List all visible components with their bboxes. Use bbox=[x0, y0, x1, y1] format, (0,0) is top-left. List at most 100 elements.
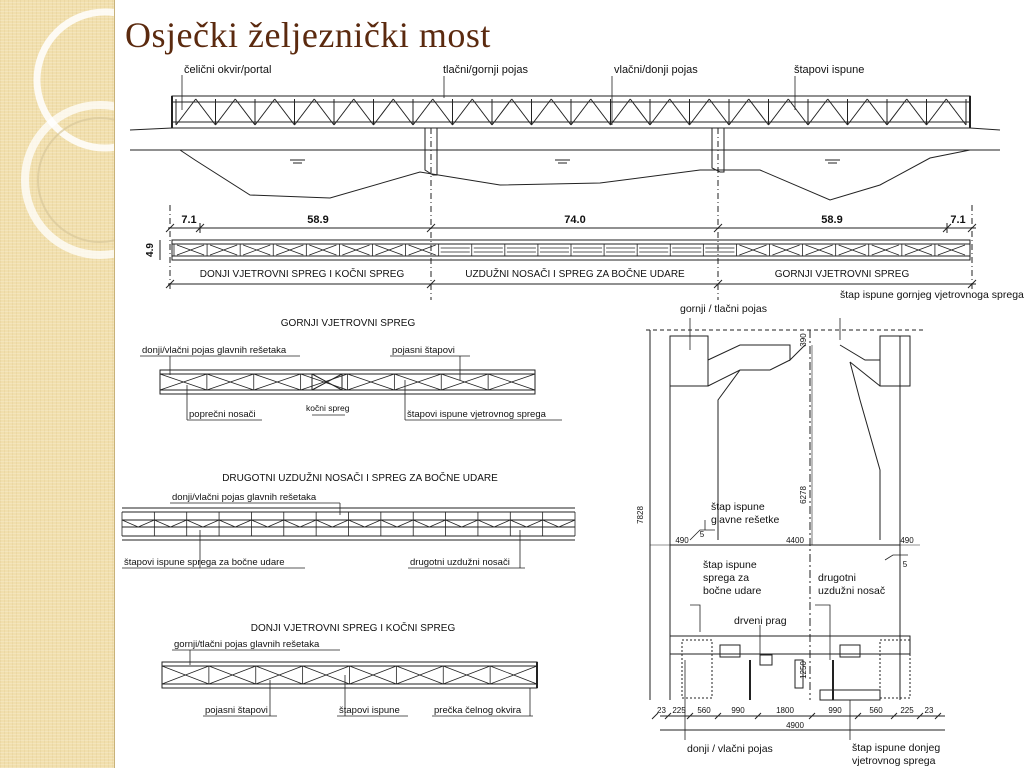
span-2: 58.9 bbox=[307, 214, 328, 226]
span-3: 74.0 bbox=[564, 214, 585, 226]
dimension-tick bbox=[686, 712, 694, 720]
plan-height: 4.9 bbox=[145, 243, 156, 257]
lower-bracing-bays bbox=[161, 665, 538, 685]
upper-label-bracing-members: štapovi ispune vjetrovnog sprega bbox=[407, 409, 547, 420]
lateral-diagonal bbox=[526, 519, 543, 528]
cs-label-sleeper: drveni prag bbox=[734, 615, 787, 627]
truss-diagonal bbox=[866, 98, 888, 126]
plan-bay-diagonal bbox=[408, 244, 436, 256]
bridge-elevation bbox=[129, 95, 1001, 300]
bracing-diagonal bbox=[394, 373, 442, 391]
lateral-diagonal bbox=[218, 519, 236, 528]
truss-diagonal bbox=[215, 98, 236, 126]
cross-section-bottom-dim-1: 225 bbox=[672, 706, 686, 715]
upper-bracing-title: GORNJI VJETROVNI SPREG bbox=[281, 318, 416, 329]
plan-bay-diagonal bbox=[805, 244, 833, 256]
cross-section bbox=[646, 318, 945, 740]
dimension-tick bbox=[942, 223, 952, 233]
dimension-tick bbox=[165, 223, 175, 233]
bridge-drawings: čelični okvir/portal tlačni/gornji pojas… bbox=[121, 64, 1024, 767]
truss-diagonal bbox=[373, 98, 394, 126]
truss-diagonal bbox=[175, 98, 197, 126]
cross-section-bottom-dim-8: 23 bbox=[925, 706, 934, 715]
lateral-diagonal bbox=[493, 519, 511, 528]
plan-bay-diagonal bbox=[772, 244, 800, 256]
bracing-diagonal bbox=[206, 373, 254, 391]
secondary-label-lateral: štapovi ispune sprega za bočne udare bbox=[124, 557, 285, 568]
secondary-label-stringers: drugotni uzdužni nosači bbox=[410, 557, 510, 568]
secondary-label-chord: donji/vlačni pojas glavnih rešetaka bbox=[172, 492, 317, 503]
plan-section-1: DONJI VJETROVNI SPREG I KOČNI SPREG bbox=[200, 267, 405, 280]
truss-diagonal bbox=[649, 98, 671, 126]
dimension-tick bbox=[967, 223, 977, 233]
lateral-diagonal bbox=[461, 519, 479, 528]
lateral-diagonal bbox=[121, 519, 139, 528]
dimension-tick bbox=[664, 712, 672, 720]
cross-section-bottom-dim-0: 23 bbox=[657, 706, 666, 715]
truss-diagonal bbox=[452, 98, 473, 126]
dimension-tick bbox=[916, 712, 924, 720]
upper-label-brake-bracing: kočni spreg bbox=[306, 403, 350, 413]
cs-label-top-chord: gornji / tlačni pojas bbox=[680, 303, 767, 315]
truss-web-members bbox=[175, 98, 967, 126]
label-top-chord: tlačni/gornji pojas bbox=[443, 64, 528, 76]
cs-label-stringer-2: uzdužni nosač bbox=[818, 585, 885, 597]
lateral-diagonal bbox=[332, 519, 349, 528]
dimension-tick bbox=[967, 279, 977, 289]
dimension-tick bbox=[426, 279, 436, 289]
lower-bracing-title: DONJI VJETROVNI SPREG I KOČNI SPREG bbox=[251, 621, 456, 634]
elevation-leaders bbox=[181, 75, 796, 125]
dimension-tick bbox=[426, 223, 436, 233]
truss-diagonal bbox=[768, 98, 789, 126]
lateral-diagonal bbox=[558, 519, 576, 528]
span-1: 7.1 bbox=[181, 214, 196, 226]
lateral-diagonal bbox=[315, 519, 333, 528]
dimension-tick bbox=[651, 712, 659, 720]
truss-diagonal bbox=[274, 98, 295, 126]
bracing-diagonal bbox=[396, 665, 444, 685]
plan-bay-diagonal bbox=[176, 244, 205, 256]
lateral-diagonal bbox=[364, 519, 382, 528]
lower-label-web-members: štapovi ispune bbox=[339, 705, 400, 716]
lateral-diagonal bbox=[251, 519, 268, 528]
dimension-tick bbox=[195, 223, 205, 233]
plan-bay-diagonal bbox=[309, 244, 337, 256]
dimension-tick bbox=[754, 712, 762, 720]
label-bottom-chord: vlačni/donji pojas bbox=[614, 64, 698, 76]
truss-diagonal bbox=[945, 98, 967, 126]
truss-diagonal bbox=[590, 98, 611, 126]
secondary-stringers-bays bbox=[121, 512, 576, 536]
bracing-diagonal bbox=[253, 373, 301, 391]
truss-diagonal bbox=[550, 98, 572, 126]
lateral-diagonal bbox=[510, 519, 527, 528]
truss-diagonal bbox=[728, 98, 750, 126]
bracing-diagonal bbox=[441, 373, 489, 391]
truss-diagonal bbox=[432, 98, 453, 126]
lateral-diagonal bbox=[429, 519, 446, 528]
secondary-title: DRUGOTNI UZDUŽNI NOSAČI I SPREG ZA BOČNE… bbox=[222, 471, 498, 484]
truss-diagonal bbox=[847, 98, 868, 126]
bracing-diagonal bbox=[443, 665, 491, 685]
bracing-diagonal bbox=[300, 373, 348, 391]
dim-top-gap: 390 bbox=[799, 333, 808, 347]
bridge-plan bbox=[159, 223, 976, 285]
bracing-diagonal bbox=[255, 665, 303, 685]
lateral-diagonal bbox=[283, 519, 301, 528]
bracing-diagonal bbox=[159, 373, 208, 391]
lateral-diagonal bbox=[380, 519, 398, 528]
dim-side-left: 490 bbox=[675, 536, 689, 545]
label-web-members: štapovi ispune bbox=[794, 64, 864, 76]
truss-diagonal bbox=[531, 98, 552, 126]
dimension-tick bbox=[808, 712, 816, 720]
cross-section-bottom-dim-4: 1800 bbox=[776, 706, 794, 715]
dimension-tick bbox=[934, 712, 942, 720]
lateral-diagonal bbox=[445, 519, 462, 528]
bracing-diagonal bbox=[349, 665, 397, 685]
label-portal: čelični okvir/portal bbox=[184, 64, 271, 76]
plan-bay-diagonal bbox=[904, 244, 933, 256]
bracing-diagonal bbox=[161, 665, 210, 685]
upper-label-chord-members: pojasni štapovi bbox=[392, 345, 455, 356]
lateral-diagonal bbox=[396, 519, 414, 528]
slide-title: Osječki željeznički most bbox=[125, 15, 491, 55]
cs-label-top-bracing: štap ispune gornjeg vjetrovnoga sprega bbox=[840, 289, 1024, 301]
